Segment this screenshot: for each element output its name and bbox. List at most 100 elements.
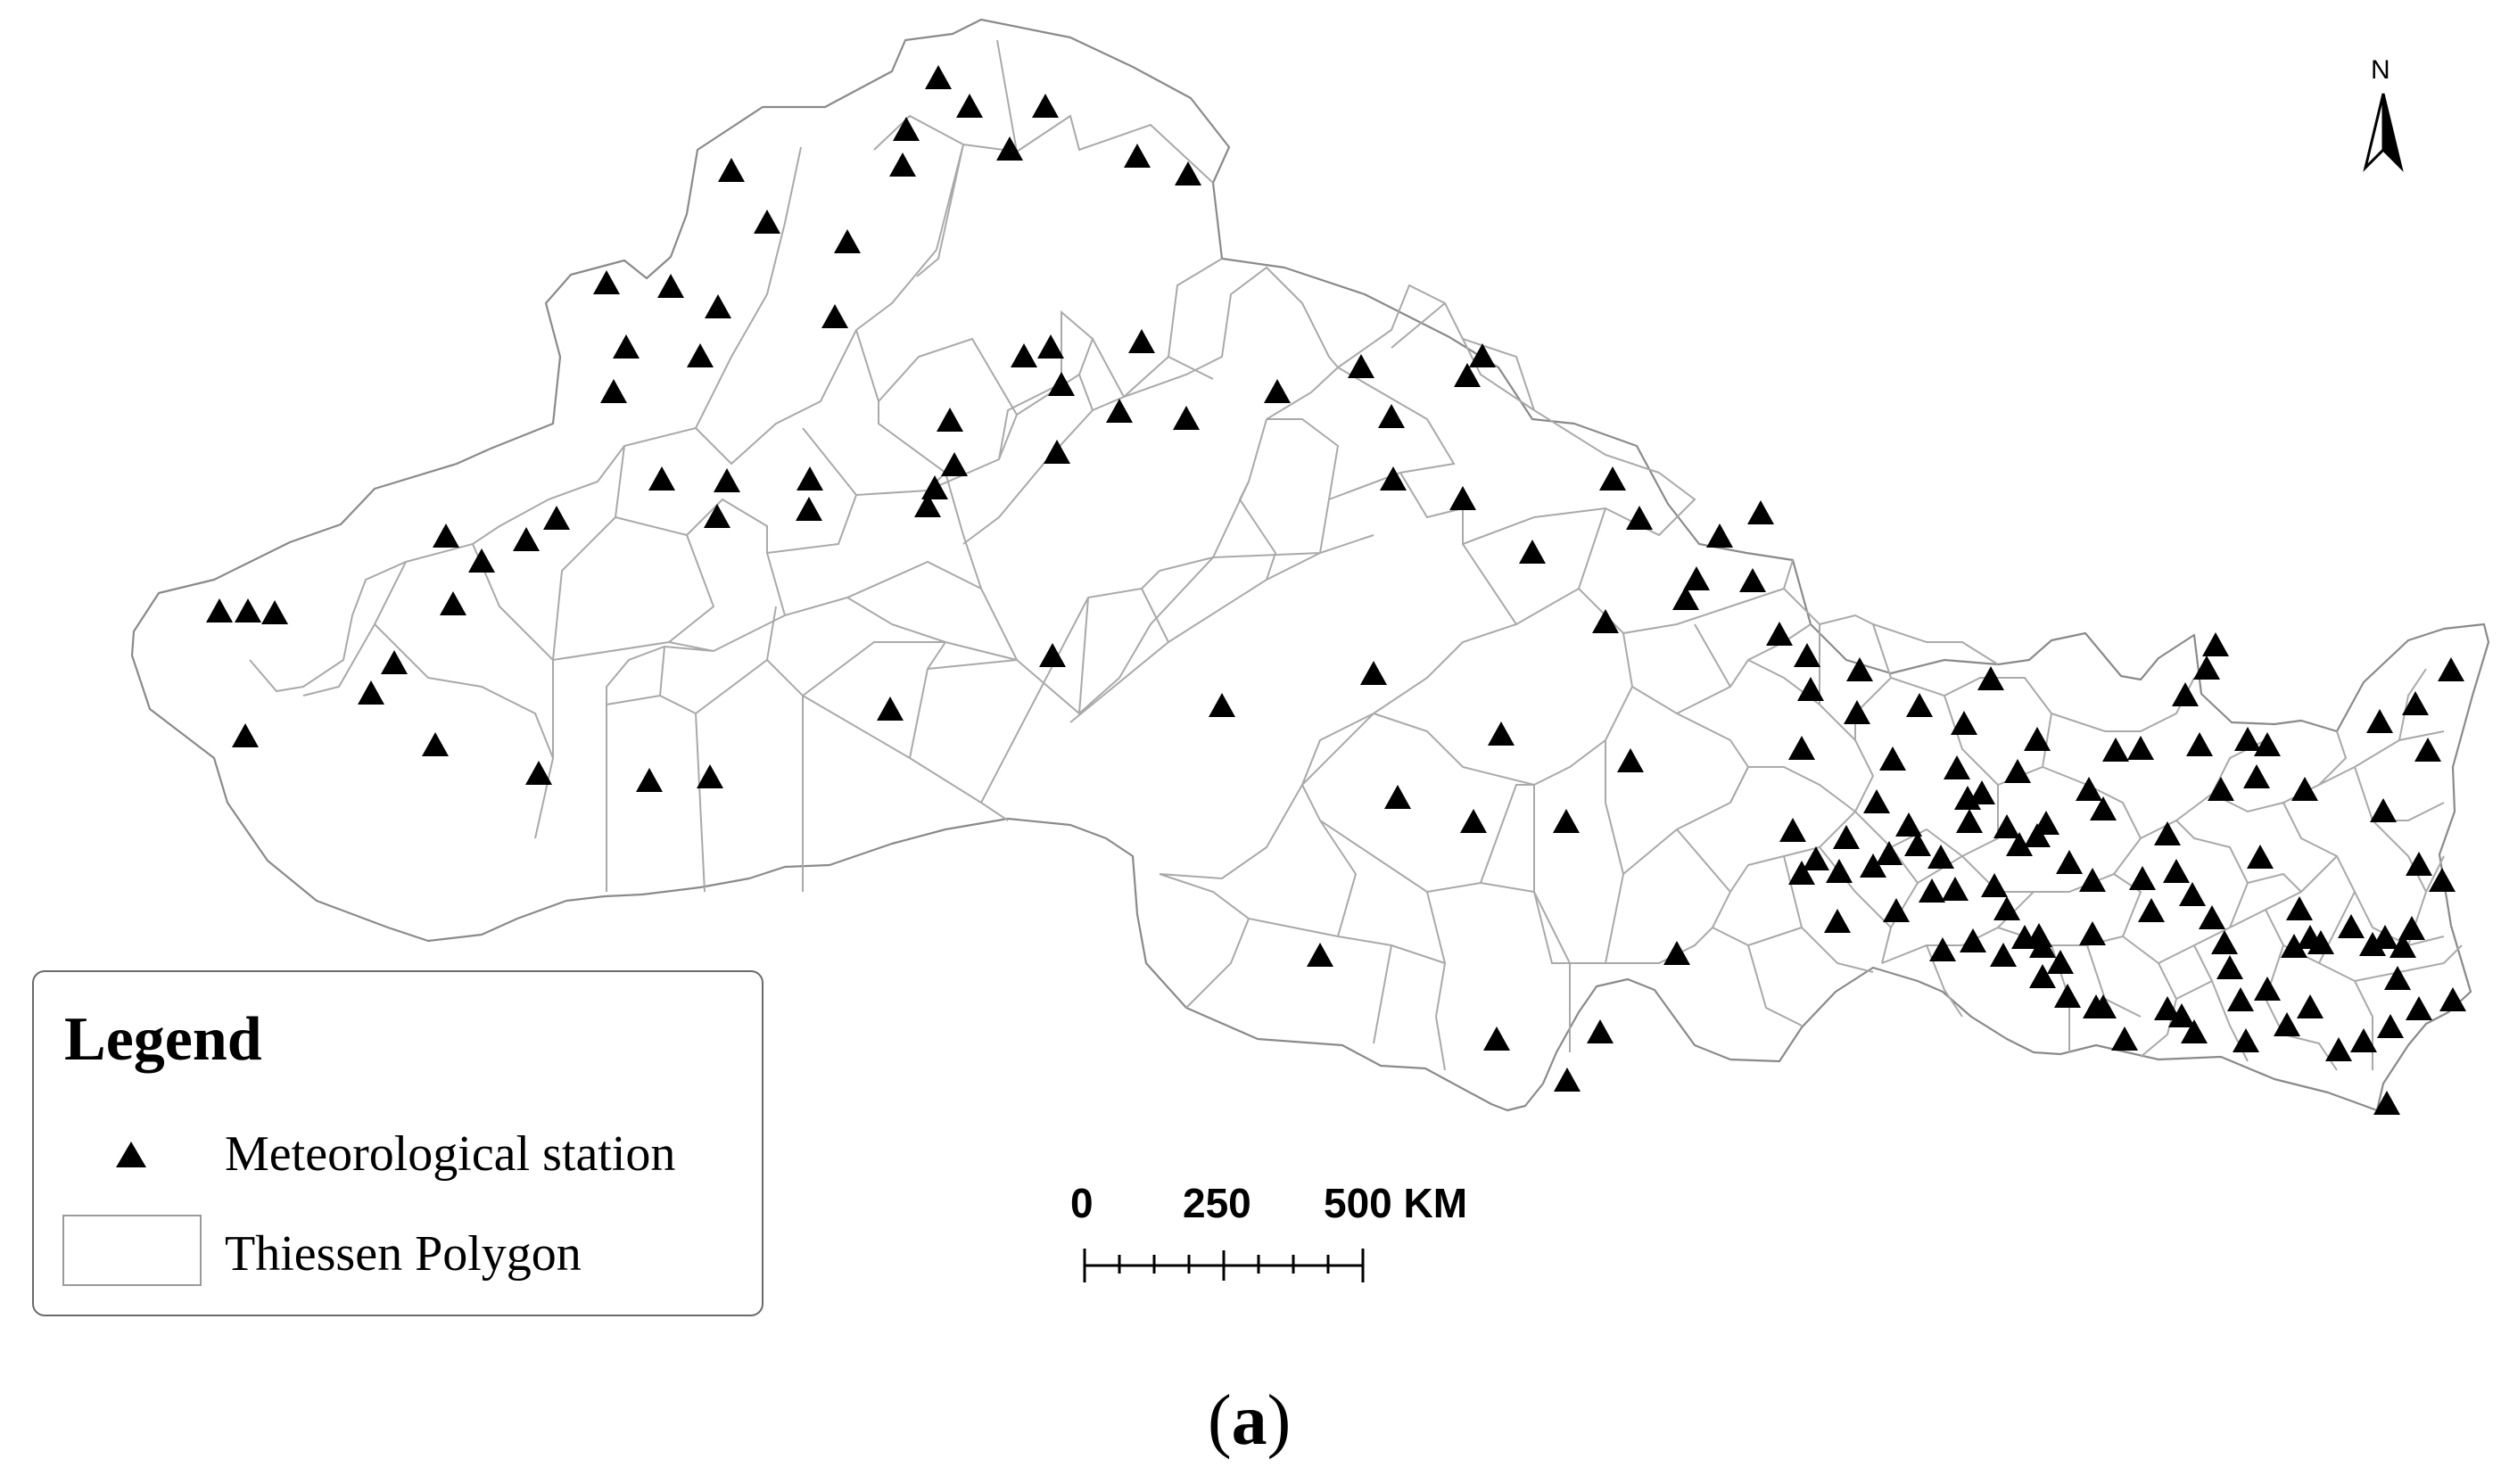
station-marker [2004,759,2031,783]
station-marker [2127,736,2154,760]
station-marker [525,761,552,785]
station-marker [2102,738,2129,762]
station-marker [1460,809,1487,833]
station-marker [2398,916,2425,940]
station-marker [1124,144,1151,168]
station-marker [1454,363,1481,387]
study-region-outline [130,18,2490,1112]
legend: Legend Meteorological station Thiessen P… [32,970,764,1316]
station-marker [2138,898,2165,922]
station-marker [1044,440,1070,464]
station-marker [1942,877,1969,901]
station-marker [1895,812,1922,837]
scale-bar-ruler [1083,1249,1365,1282]
station-marker [2024,727,2051,751]
station-marker [2429,868,2456,892]
station-marker [1929,937,1956,961]
station-marker [1519,540,1546,564]
polygon-swatch-icon [62,1215,202,1286]
station-marker [1824,909,1851,933]
station-marker [1037,334,1064,359]
station-marker [2274,1012,2300,1036]
station-marker [1797,677,1824,701]
station-marker [1794,643,1820,667]
station-marker [2029,964,2056,988]
station-marker [1617,748,1644,772]
station-marker [2325,1037,2352,1061]
station-marker [821,304,848,328]
caption-letter: a [1231,1381,1267,1460]
station-marker [1863,789,1890,813]
station-marker [600,379,627,403]
station-marker [1944,755,1970,779]
station-marker [2154,996,2181,1020]
station-marker [2247,845,2274,869]
station-marker [2216,955,2243,979]
station-marker [1960,928,1986,952]
station-marker [1175,161,1201,186]
station-marker [2024,823,2051,847]
station-marker [2227,987,2254,1011]
station-marker [2359,932,2386,956]
station-marker [440,591,466,615]
station-marker [2047,950,2074,974]
station-marker [1803,846,1829,870]
station-marker [754,210,780,234]
station-marker [1844,700,1870,724]
legend-station-label: Meteorological station [225,1126,676,1182]
meteorological-stations [206,65,2466,1115]
station-marker [613,334,640,359]
station-marker [2390,934,2416,958]
station-marker [1904,832,1931,856]
legend-polygon-label: Thiessen Polygon [225,1226,582,1282]
station-marker [1587,1019,1614,1043]
station-marker [1449,486,1476,510]
station-marker [1106,399,1133,423]
station-marker [261,600,288,624]
station-marker [1739,568,1766,592]
station-marker [381,650,408,674]
station-marker [937,408,963,432]
station-marker [1469,343,1496,367]
station-marker [1826,859,1853,883]
station-marker [877,697,904,721]
station-marker [2163,859,2190,883]
station-marker [1876,841,1903,865]
station-marker [1706,524,1733,548]
station-marker [1128,329,1155,353]
station-marker [235,598,261,622]
station-marker [1683,566,1710,590]
station-marker [2168,1003,2195,1027]
station-marker [1348,354,1374,378]
station-marker [2370,798,2397,822]
station-marker [705,294,731,318]
station-marker [1384,785,1411,809]
station-marker [1626,506,1653,530]
station-marker [1766,622,1793,646]
station-marker [2011,925,2038,949]
station-marker [2029,934,2056,958]
station-marker [2414,738,2441,762]
north-arrow-label: N [2371,55,2390,85]
station-marker [2281,934,2307,958]
station-marker [2406,996,2432,1020]
station-marker [2056,850,2083,874]
station-marker [1380,466,1407,491]
station-marker [1360,661,1387,685]
station-marker [1264,379,1291,403]
station-marker [2439,987,2466,1011]
station-marker [2079,921,2106,945]
station-marker [2211,930,2238,954]
station-marker [1779,818,1806,842]
station-marker [1747,500,1774,524]
station-marker [2366,709,2393,733]
station-marker [657,274,684,298]
station-marker [921,475,948,499]
station-marker [956,94,983,118]
station-marker [2199,905,2225,929]
station-marker [2202,632,2229,656]
station-marker [797,466,823,491]
station-marker [433,524,459,548]
station-marker [941,452,968,476]
